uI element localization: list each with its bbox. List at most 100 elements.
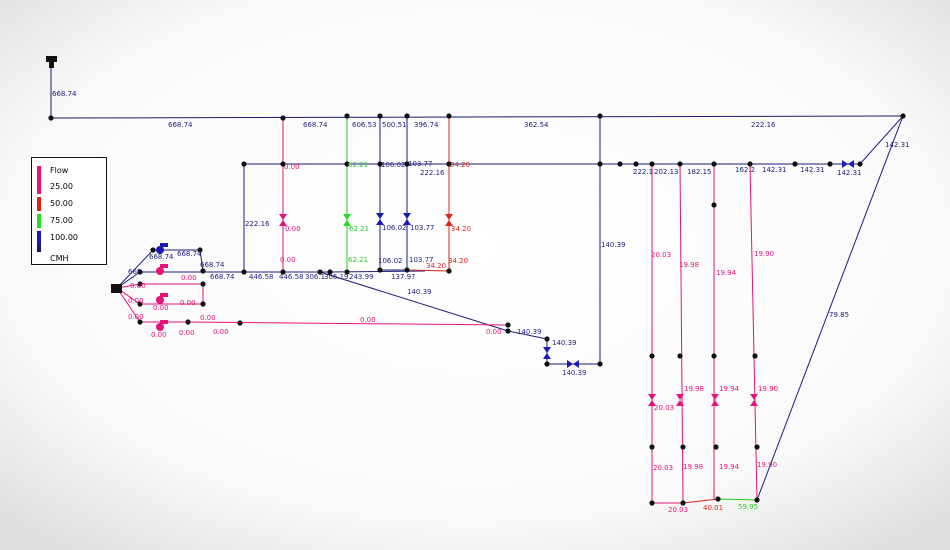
junction-node[interactable] xyxy=(446,161,452,167)
junction-node[interactable] xyxy=(280,115,286,121)
pipe-bottom-40[interactable] xyxy=(682,498,719,504)
pipe-col-19-90[interactable] xyxy=(749,163,758,501)
junction-node[interactable] xyxy=(597,361,603,367)
pipe-diagonal-142[interactable] xyxy=(859,115,904,165)
valve-icon[interactable] xyxy=(648,394,656,406)
junction-node[interactable] xyxy=(677,353,683,359)
pump-icon[interactable] xyxy=(156,293,168,304)
flow-label: 0.00 xyxy=(200,314,216,322)
junction-node[interactable] xyxy=(617,161,623,167)
junction-node[interactable] xyxy=(649,444,655,450)
pipe-pump-upper-down[interactable] xyxy=(199,249,204,272)
valve-icon[interactable] xyxy=(543,347,551,359)
junction-node[interactable] xyxy=(711,161,717,167)
junction-node[interactable] xyxy=(137,269,143,275)
junction-node[interactable] xyxy=(857,161,863,167)
junction-node[interactable] xyxy=(197,247,203,253)
pump-icon[interactable] xyxy=(156,243,168,254)
junction-node[interactable] xyxy=(713,444,719,450)
junction-node[interactable] xyxy=(137,301,143,307)
junction-node[interactable] xyxy=(377,113,383,119)
junction-node[interactable] xyxy=(344,161,350,167)
junction-node[interactable] xyxy=(237,320,243,326)
valve-icon[interactable] xyxy=(750,394,758,406)
junction-node[interactable] xyxy=(200,281,206,287)
junction-node[interactable] xyxy=(200,301,206,307)
junction-node[interactable] xyxy=(680,444,686,450)
junction-node[interactable] xyxy=(649,161,655,167)
junction-node[interactable] xyxy=(505,322,511,328)
flow-label: 306.19 xyxy=(324,273,349,281)
junction-node[interactable] xyxy=(344,113,350,119)
junction-node[interactable] xyxy=(715,496,721,502)
junction-node[interactable] xyxy=(446,268,452,274)
valve-icon[interactable] xyxy=(376,213,384,225)
junction-node[interactable] xyxy=(544,361,550,367)
flow-label: 0.00 xyxy=(130,282,146,290)
junction-node[interactable] xyxy=(544,336,550,342)
junction-node[interactable] xyxy=(344,269,350,275)
junction-node[interactable] xyxy=(241,269,247,275)
reservoir-icon[interactable] xyxy=(46,56,57,68)
junction-node[interactable] xyxy=(327,269,333,275)
valve-icon[interactable] xyxy=(711,394,719,406)
junction-node[interactable] xyxy=(597,161,603,167)
junction-node[interactable] xyxy=(280,269,286,275)
junction-node[interactable] xyxy=(754,497,760,503)
junction-node[interactable] xyxy=(649,353,655,359)
junction-node[interactable] xyxy=(752,353,758,359)
junction-node[interactable] xyxy=(747,161,753,167)
pipe-pump-upper[interactable] xyxy=(116,249,154,289)
legend-swatch xyxy=(37,197,41,211)
junction-node[interactable] xyxy=(680,500,686,506)
pipe-link-34[interactable] xyxy=(406,269,450,272)
junction-node[interactable] xyxy=(200,268,206,274)
junction-node[interactable] xyxy=(597,113,603,119)
legend-row xyxy=(32,244,106,258)
junction-node[interactable] xyxy=(137,281,143,287)
flow-label: 34.20 xyxy=(450,161,470,169)
junction-node[interactable] xyxy=(404,113,410,119)
junction-node[interactable] xyxy=(505,328,511,334)
junction-node[interactable] xyxy=(754,444,760,450)
valve-icon[interactable] xyxy=(567,360,579,368)
junction-node[interactable] xyxy=(633,161,639,167)
junction-node[interactable] xyxy=(185,319,191,325)
junction-node[interactable] xyxy=(900,113,906,119)
pipe-top-main[interactable] xyxy=(50,115,904,119)
junction-node[interactable] xyxy=(711,202,717,208)
pipe-diagonal-140[interactable] xyxy=(319,271,509,332)
junction-node[interactable] xyxy=(792,161,798,167)
junction-node[interactable] xyxy=(377,161,383,167)
valves xyxy=(279,160,854,406)
junction-node[interactable] xyxy=(317,269,323,275)
junction-node[interactable] xyxy=(150,247,156,253)
pipe-bottom-59[interactable] xyxy=(717,498,758,501)
flow-label: 106.02 xyxy=(381,161,406,169)
pipe-diagonal-79[interactable] xyxy=(756,115,904,501)
valve-icon[interactable] xyxy=(842,160,854,168)
junction-node[interactable] xyxy=(404,267,410,273)
valve-icon[interactable] xyxy=(676,394,684,406)
junction-node[interactable] xyxy=(711,353,717,359)
junction-node[interactable] xyxy=(827,161,833,167)
valve-icon[interactable] xyxy=(403,213,411,225)
pipe-to-valve[interactable] xyxy=(507,330,548,340)
valve-icon[interactable] xyxy=(445,214,453,226)
junction-node[interactable] xyxy=(404,161,410,167)
junction-node[interactable] xyxy=(377,267,383,273)
junction-node[interactable] xyxy=(446,113,452,119)
junction-node[interactable] xyxy=(241,161,247,167)
pump-icon[interactable] xyxy=(156,320,168,331)
junction-node[interactable] xyxy=(649,500,655,506)
junction-node[interactable] xyxy=(280,161,286,167)
tank-icon[interactable] xyxy=(111,284,122,293)
junction-node[interactable] xyxy=(137,319,143,325)
valve-icon[interactable] xyxy=(279,214,287,226)
flow-label: 162.2 xyxy=(735,166,755,174)
junction-node[interactable] xyxy=(677,161,683,167)
junction-node[interactable] xyxy=(48,115,54,121)
pump-icon[interactable] xyxy=(156,264,168,275)
pipe-pump-c[interactable] xyxy=(116,287,141,323)
valve-icon[interactable] xyxy=(343,214,351,226)
